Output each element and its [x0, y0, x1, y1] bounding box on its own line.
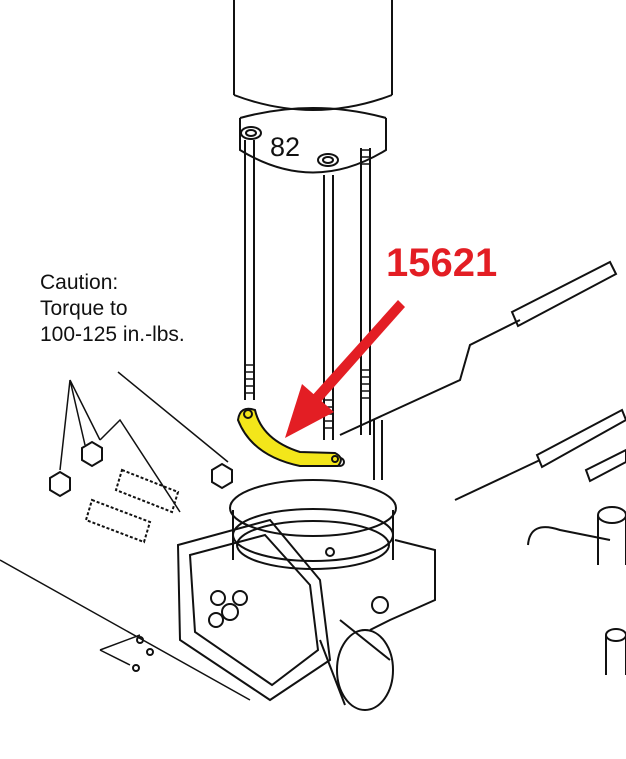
gasket-hole [331, 455, 339, 463]
part-label-82: 82 [270, 132, 301, 162]
caution-line: Torque to [40, 297, 128, 320]
pump-housing [176, 457, 436, 711]
washer [240, 126, 339, 167]
cylinder [233, 0, 393, 174]
gasket-hole [243, 409, 253, 419]
side-parts [339, 260, 626, 675]
nuts-and-filters [0, 371, 251, 701]
red-arrow [285, 300, 405, 438]
caution-line: 100-125 in.-lbs. [40, 323, 185, 346]
caution-line: Caution: [40, 271, 119, 294]
highlighted-part-number: 15621 [386, 241, 498, 285]
highlighted-gasket [236, 407, 342, 467]
caution-note: Caution: Torque to 100-125 in.-lbs. [40, 270, 185, 348]
